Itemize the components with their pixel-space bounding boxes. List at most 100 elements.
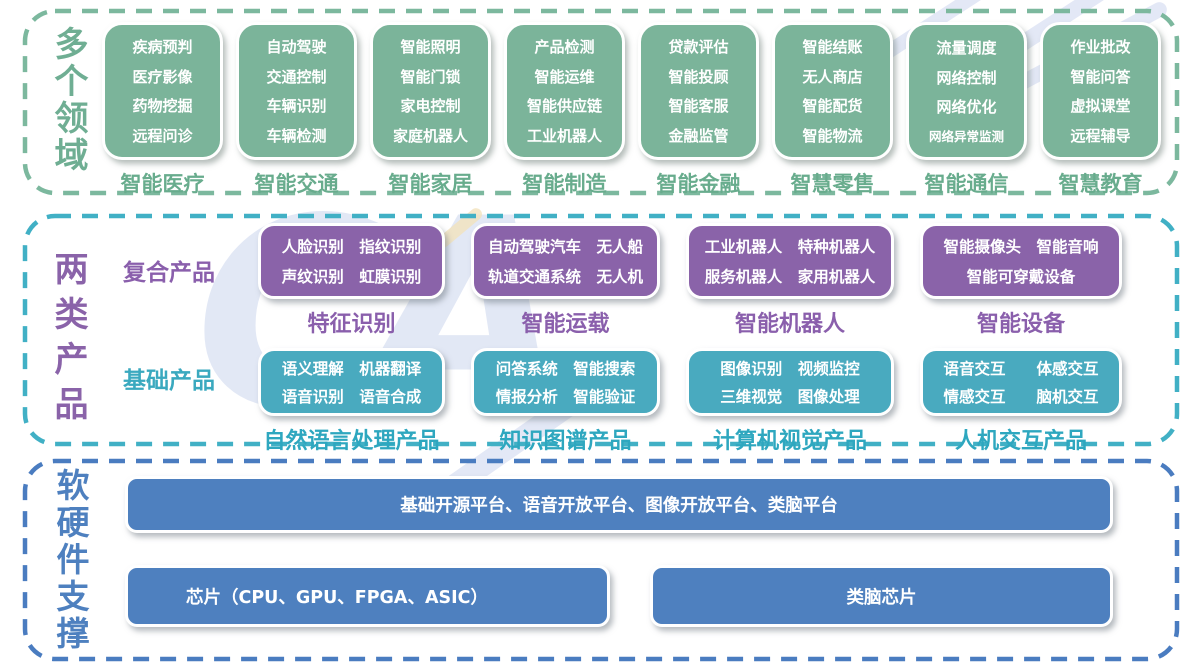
domain-item: 智能供应链 — [526, 97, 602, 116]
domain-item: 产品检测 — [534, 38, 595, 57]
products-section: 两类产品 复合产品 基础产品 人脸识别 指纹识别声纹识别 虹膜识别特征识别语义理… — [22, 213, 1180, 454]
domain-group-label: 智能制造 — [522, 172, 607, 196]
domain-item: 智能门锁 — [400, 67, 461, 86]
composite-product-box: 人脸识别 指纹识别声纹识别 虹膜识别 — [258, 223, 445, 299]
basic-product-box: 图像识别 视频监控三维视觉 图像处理 — [686, 348, 894, 416]
support-section: 软硬件支撑 基础开源平台、语音开放平台、图像开放平台、类脑平台 芯片（CPU、G… — [22, 458, 1180, 662]
basic-product-line: 情报分析 智能验证 — [495, 388, 636, 406]
product-columns-row: 人脸识别 指纹识别声纹识别 虹膜识别特征识别语义理解 机器翻译语音识别 语音合成… — [258, 223, 1122, 455]
domain-item: 贷款评估 — [668, 38, 729, 57]
basic-product-box: 问答系统 智能搜索情报分析 智能验证 — [471, 348, 660, 416]
domains-section-title: 多个领域 — [48, 26, 88, 174]
composite-products-row-label: 复合产品 — [123, 260, 215, 286]
domain-item: 家庭机器人 — [392, 126, 468, 145]
domain-item: 智能结账 — [802, 38, 863, 57]
brain-chip-bar: 类脑芯片 — [650, 565, 1113, 627]
composite-product-box: 工业机器人 特种机器人服务机器人 家用机器人 — [686, 223, 894, 299]
product-column: 人脸识别 指纹识别声纹识别 虹膜识别特征识别语义理解 机器翻译语音识别 语音合成… — [258, 223, 445, 455]
domain-item: 智能问答 — [1070, 67, 1131, 86]
support-section-title: 软硬件支撑 — [51, 468, 90, 653]
basic-product-label: 知识图谱产品 — [499, 429, 632, 454]
domain-group-label: 智能通信 — [924, 172, 1009, 196]
domain-item: 车辆检测 — [266, 126, 327, 145]
product-column: 工业机器人 特种机器人服务机器人 家用机器人智能机器人图像识别 视频监控三维视觉… — [686, 223, 894, 455]
domain-item: 智能配货 — [802, 97, 863, 116]
composite-product-label: 智能机器人 — [734, 312, 845, 337]
domain-group: 流量调度网络控制网络优化网络异常监测智能通信 — [906, 22, 1027, 198]
domain-item: 智能客服 — [668, 97, 729, 116]
composite-product-line: 轨道交通系统 无人机 — [487, 268, 643, 287]
chips-bar: 芯片（CPU、GPU、FPGA、ASIC） — [125, 565, 610, 627]
basic-product-line: 三维视觉 图像处理 — [720, 388, 860, 406]
domain-group: 智能结账无人商店智能配货智能物流智慧零售 — [772, 22, 893, 198]
basic-product-line: 情感交互 脑机交互 — [943, 388, 1099, 406]
domains-dashed-border — [22, 8, 1180, 196]
basic-product-label: 自然语言处理产品 — [263, 429, 440, 454]
composite-product-line: 服务机器人 家用机器人 — [704, 268, 876, 287]
domain-item: 智能运维 — [534, 67, 595, 86]
composite-product-line: 自动驾驶汽车 无人船 — [487, 237, 643, 256]
domain-item: 家电控制 — [400, 97, 461, 116]
domain-item: 无人商店 — [802, 67, 863, 86]
domain-group-label: 智慧教育 — [1058, 172, 1143, 196]
domain-group-label: 智能医疗 — [120, 172, 205, 196]
domain-item: 虚拟课堂 — [1070, 97, 1131, 116]
domain-item: 疾病预判 — [132, 38, 193, 57]
basic-product-line: 图像识别 视频监控 — [720, 360, 860, 378]
products-section-title: 两类产品 — [48, 251, 88, 431]
domain-box: 流量调度网络控制网络优化网络异常监测 — [906, 22, 1027, 160]
domain-groups-row: 疾病预判医疗影像药物挖掘远程问诊智能医疗自动驾驶交通控制车辆识别车辆检测智能交通… — [102, 22, 1161, 198]
basic-product-line: 语音交互 体感交互 — [943, 360, 1099, 378]
composite-product-line: 人脸识别 指纹识别 — [281, 237, 422, 256]
domain-item: 自动驾驶 — [266, 38, 327, 57]
domain-group-label: 智能交通 — [254, 172, 339, 196]
composite-product-label: 特征识别 — [307, 312, 396, 337]
domain-box: 自动驾驶交通控制车辆识别车辆检测 — [236, 22, 357, 160]
basic-products-row-label: 基础产品 — [123, 368, 215, 394]
domain-group: 贷款评估智能投顾智能客服金融监管智能金融 — [638, 22, 759, 198]
domain-item: 智能投顾 — [668, 67, 729, 86]
domain-box: 智能照明智能门锁家电控制家庭机器人 — [370, 22, 491, 160]
domain-item: 工业机器人 — [526, 126, 602, 145]
domain-item: 网络优化 — [936, 98, 997, 117]
composite-product-line: 声纹识别 虹膜识别 — [281, 268, 422, 287]
domain-item: 智能照明 — [400, 38, 461, 57]
composite-product-line: 智能可穿戴设备 — [966, 268, 1076, 287]
domain-box: 智能结账无人商店智能配货智能物流 — [772, 22, 893, 160]
domain-box: 疾病预判医疗影像药物挖掘远程问诊 — [102, 22, 223, 160]
support-dashed-border — [22, 458, 1180, 662]
composite-product-box: 自动驾驶汽车 无人船轨道交通系统 无人机 — [471, 223, 660, 299]
product-column: 自动驾驶汽车 无人船轨道交通系统 无人机智能运载问答系统 智能搜索情报分析 智能… — [471, 223, 660, 455]
domain-group-label: 智能家居 — [388, 172, 473, 196]
domain-group-label: 智能金融 — [656, 172, 741, 196]
domain-group-label: 智慧零售 — [790, 172, 875, 196]
domain-group: 产品检测智能运维智能供应链工业机器人智能制造 — [504, 22, 625, 198]
composite-product-label: 智能运载 — [521, 312, 610, 337]
domain-group: 自动驾驶交通控制车辆识别车辆检测智能交通 — [236, 22, 357, 198]
domain-box: 产品检测智能运维智能供应链工业机器人 — [504, 22, 625, 160]
domain-item: 车辆识别 — [266, 97, 327, 116]
composite-product-line: 工业机器人 特种机器人 — [704, 237, 876, 256]
domain-item: 远程问诊 — [132, 126, 193, 145]
basic-product-line: 语音识别 语音合成 — [281, 388, 422, 406]
domain-item: 远程辅导 — [1070, 126, 1131, 145]
domain-group: 疾病预判医疗影像药物挖掘远程问诊智能医疗 — [102, 22, 223, 198]
product-column: 智能摄像头 智能音响智能可穿戴设备智能设备语音交互 体感交互情感交互 脑机交互人… — [920, 223, 1122, 455]
domain-item: 网络控制 — [936, 68, 997, 87]
basic-product-box: 语音交互 体感交互情感交互 脑机交互 — [920, 348, 1122, 416]
basic-product-label: 人机交互产品 — [954, 429, 1087, 454]
domain-group: 作业批改智能问答虚拟课堂远程辅导智慧教育 — [1040, 22, 1161, 198]
basic-product-line: 问答系统 智能搜索 — [495, 360, 636, 378]
domain-item: 智能物流 — [802, 126, 863, 145]
domain-group: 智能照明智能门锁家电控制家庭机器人智能家居 — [370, 22, 491, 198]
domain-item: 金融监管 — [668, 126, 729, 145]
domain-item: 流量调度 — [936, 38, 997, 57]
domain-box: 贷款评估智能投顾智能客服金融监管 — [638, 22, 759, 160]
basic-product-box: 语义理解 机器翻译语音识别 语音合成 — [258, 348, 445, 416]
domain-item: 交通控制 — [266, 67, 327, 86]
basic-product-line: 语义理解 机器翻译 — [281, 360, 422, 378]
open-platforms-bar: 基础开源平台、语音开放平台、图像开放平台、类脑平台 — [125, 476, 1113, 533]
composite-product-box: 智能摄像头 智能音响智能可穿戴设备 — [920, 223, 1122, 299]
domains-section: 多个领域 疾病预判医疗影像药物挖掘远程问诊智能医疗自动驾驶交通控制车辆识别车辆检… — [22, 8, 1180, 196]
